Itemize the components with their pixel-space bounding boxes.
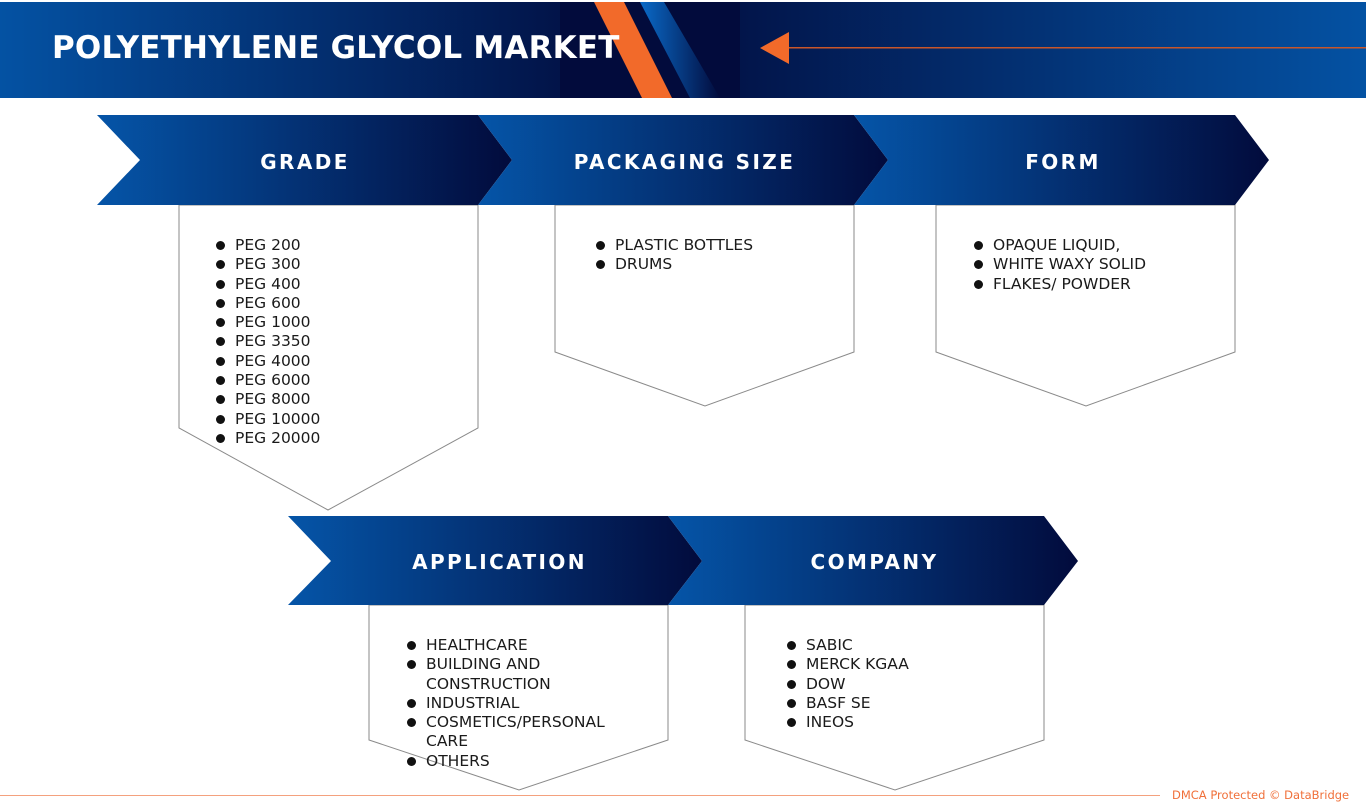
form-list: OPAQUE LIQUID, WHITE WAXY SOLID FLAKES/ … xyxy=(973,236,1233,294)
list-item: WHITE WAXY SOLID xyxy=(973,255,1233,274)
application-chevron xyxy=(288,516,702,605)
list-item: HEALTHCARE xyxy=(406,636,638,655)
list-item: PEG 200 xyxy=(215,236,455,255)
list-item: PEG 600 xyxy=(215,294,455,313)
segment-label-application: APPLICATION xyxy=(412,550,587,574)
header-banner: POLYETHYLENE GLYCOL MARKET xyxy=(0,2,1366,98)
page-title: POLYETHYLENE GLYCOL MARKET xyxy=(52,30,620,66)
segment-label-form: FORM xyxy=(1025,150,1101,174)
header-background xyxy=(0,2,1366,98)
list-item: MERCK KGAA xyxy=(786,655,1026,674)
packaging-size-list: PLASTIC BOTTLES DRUMS xyxy=(595,236,845,275)
list-item: BUILDING AND CONSTRUCTION xyxy=(406,655,638,694)
list-item: PEG 1000 xyxy=(215,313,455,332)
list-item: INDUSTRIAL xyxy=(406,694,638,713)
list-item: SABIC xyxy=(786,636,1026,655)
grade-list: PEG 200 PEG 300 PEG 400 PEG 600 PEG 1000… xyxy=(215,236,455,448)
list-item: PEG 300 xyxy=(215,255,455,274)
segment-label-company: COMPANY xyxy=(810,550,939,574)
list-item: DRUMS xyxy=(595,255,845,274)
list-item: DOW xyxy=(786,675,1026,694)
list-item: PEG 20000 xyxy=(215,429,455,448)
footer-divider xyxy=(0,795,1160,796)
segment-label-grade: GRADE xyxy=(260,150,350,174)
application-list: HEALTHCARE BUILDING AND CONSTRUCTION IND… xyxy=(406,636,638,771)
company-list: SABIC MERCK KGAA DOW BASF SE INEOS xyxy=(786,636,1026,732)
footer-copyright: DMCA Protected © DataBridge xyxy=(1172,788,1350,802)
orange-stripe xyxy=(594,2,672,98)
list-item: PEG 4000 xyxy=(215,352,455,371)
form-chevron xyxy=(854,115,1269,205)
list-item: PEG 6000 xyxy=(215,371,455,390)
list-item: BASF SE xyxy=(786,694,1026,713)
list-item: PEG 400 xyxy=(215,275,455,294)
list-item: PEG 8000 xyxy=(215,390,455,409)
company-chevron xyxy=(668,516,1078,605)
list-item: FLAKES/ POWDER xyxy=(973,275,1233,294)
list-item: INEOS xyxy=(786,713,1026,732)
packaging-chevron xyxy=(478,115,888,205)
list-item: OTHERS xyxy=(406,752,638,771)
left-arrow-icon xyxy=(760,32,789,64)
list-item: OPAQUE LIQUID, xyxy=(973,236,1233,255)
list-item: PLASTIC BOTTLES xyxy=(595,236,845,255)
grade-chevron xyxy=(97,115,512,205)
segment-label-packaging-size: PACKAGING SIZE xyxy=(573,150,796,174)
list-item: COSMETICS/PERSONAL CARE xyxy=(406,713,638,752)
list-item: PEG 3350 xyxy=(215,332,455,351)
list-item: PEG 10000 xyxy=(215,410,455,429)
